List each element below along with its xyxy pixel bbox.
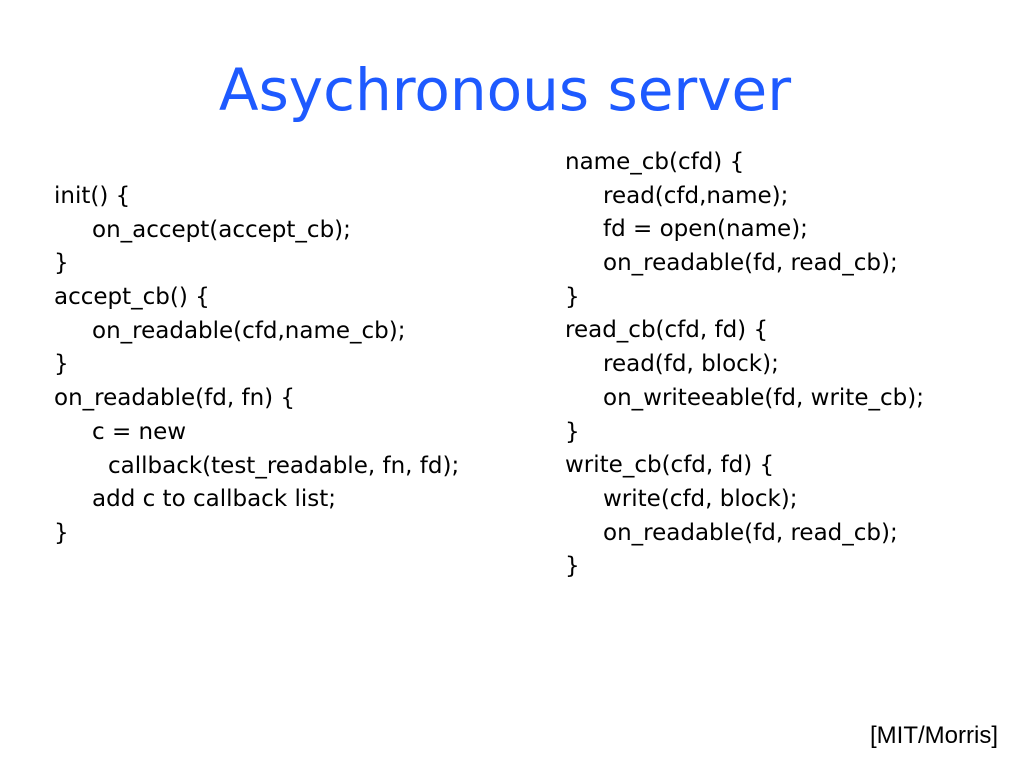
code-line: fd = open(name); (603, 216, 808, 243)
credit-footer: [MIT/Morris] (870, 722, 998, 749)
code-line: } (565, 553, 580, 580)
left-code-block: init() { on_accept(accept_cb); } accept_… (54, 180, 459, 551)
code-line: c = new (92, 418, 187, 445)
code-line: } (54, 250, 69, 277)
code-line: on_readable(cfd,name_cb); (92, 317, 406, 344)
code-line: } (565, 283, 580, 310)
code-line: accept_cb() { (54, 284, 210, 311)
code-line: on_accept(accept_cb); (92, 216, 351, 243)
code-line: on_readable(fd, read_cb); (603, 250, 898, 277)
code-line: } (54, 351, 69, 378)
code-line: on_writeeable(fd, write_cb); (603, 384, 924, 411)
code-line: name_cb(cfd) { (565, 149, 745, 175)
code-line: add c to callback list; (92, 486, 336, 513)
code-line: on_readable(fd, fn) { (54, 385, 296, 412)
code-line: read(fd, block); (603, 351, 779, 378)
code-line: callback(test_readable, fn, fd); (108, 452, 460, 479)
slide-title: Asychronous server (218, 56, 792, 124)
code-line: on_readable(fd, read_cb); (603, 519, 898, 546)
code-line: write(cfd, block); (603, 485, 798, 512)
code-line: init() { (54, 183, 131, 209)
code-line: read_cb(cfd, fd) { (565, 317, 769, 344)
code-line: } (54, 519, 69, 546)
code-line: } (565, 418, 580, 445)
right-code-block: name_cb(cfd) { read(cfd,name); fd = open… (565, 146, 924, 584)
code-line: read(cfd,name); (603, 182, 789, 209)
code-line: write_cb(cfd, fd) { (565, 452, 775, 479)
